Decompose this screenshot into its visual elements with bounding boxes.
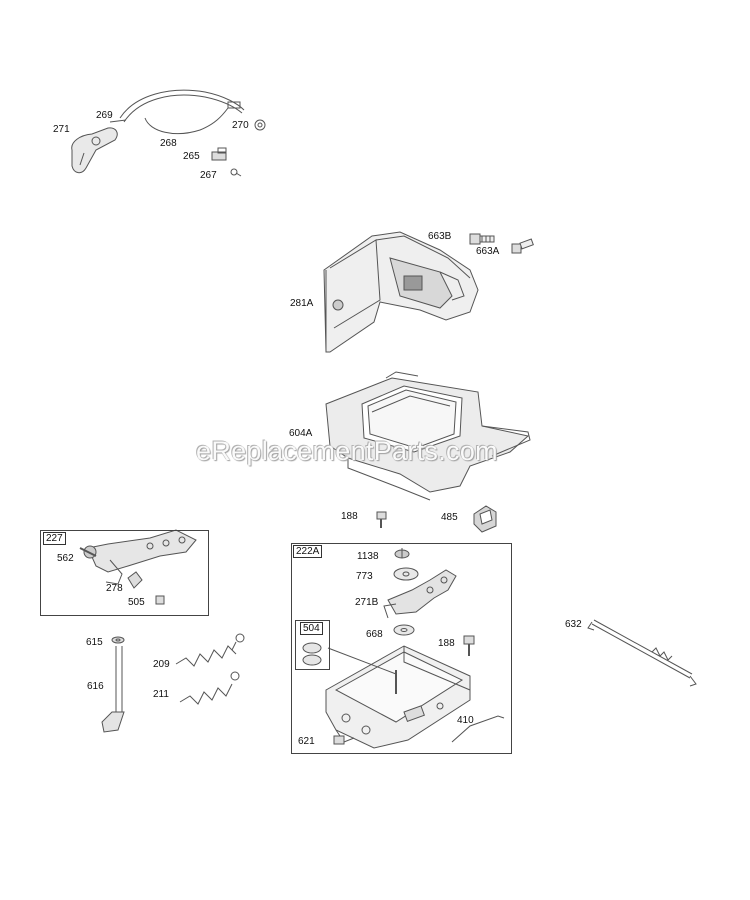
- part-label-188-inner[interactable]: 188: [438, 638, 455, 649]
- clamp-screw-drawing: [231, 169, 241, 176]
- nut-505-drawing: [156, 596, 164, 604]
- group-label-222A: 222A: [293, 545, 323, 558]
- part-label-211[interactable]: 211: [153, 689, 169, 700]
- link-410-drawing: [452, 716, 504, 742]
- stop-switch-621-drawing: [334, 736, 344, 744]
- part-label-270[interactable]: 270: [232, 120, 249, 131]
- screw-663A-drawing: [512, 239, 533, 253]
- part-label-269[interactable]: 269: [96, 110, 113, 121]
- part-label-505[interactable]: 505: [128, 597, 145, 608]
- part-label-773[interactable]: 773: [356, 571, 373, 582]
- group-box-227: [40, 530, 209, 616]
- part-label-663B[interactable]: 663B: [428, 231, 452, 242]
- part-label-562[interactable]: 562: [57, 553, 74, 564]
- part-label-663A[interactable]: 663A: [476, 246, 500, 257]
- group-box-504: [295, 620, 330, 670]
- spring-209-drawing: [176, 634, 244, 666]
- washer-668-drawing: [394, 625, 414, 635]
- screw-188a-drawing: [377, 512, 386, 528]
- part-label-615[interactable]: 615: [86, 637, 103, 648]
- control-lever-271B-drawing: [384, 570, 456, 618]
- throttle-cable-drawing: [110, 90, 265, 133]
- lever-clip-278-drawing: [128, 572, 142, 588]
- part-label-271B[interactable]: 271B: [355, 597, 379, 608]
- screw-188b-drawing: [464, 636, 474, 656]
- cylinder-cover-drawing: [326, 372, 530, 500]
- part-label-1138[interactable]: 1138: [357, 551, 379, 562]
- washer-773-drawing: [394, 568, 418, 580]
- control-bracket-drawing: [326, 646, 470, 748]
- grommet-504-drawing: [303, 643, 321, 665]
- part-label-604A[interactable]: 604A: [289, 428, 313, 439]
- gear-1138-drawing: [395, 548, 409, 558]
- part-label-632[interactable]: 632: [565, 619, 582, 630]
- part-label-281A[interactable]: 281A: [290, 298, 314, 309]
- part-label-268[interactable]: 268: [160, 138, 177, 149]
- watermark-text: eReplacementParts.com: [196, 436, 498, 466]
- throttle-rod-632-drawing: [588, 620, 696, 686]
- group-label-227: 227: [43, 532, 66, 545]
- group-box-222A: [291, 543, 512, 754]
- part-label-271[interactable]: 271: [53, 124, 70, 135]
- throttle-lever-drawing: [72, 128, 117, 173]
- governor-washer-615-drawing: [112, 637, 124, 643]
- cable-clamp-drawing: [212, 148, 226, 160]
- part-label-621[interactable]: 621: [298, 736, 315, 747]
- group-label-504: 504: [300, 622, 323, 635]
- part-label-668[interactable]: 668: [366, 629, 383, 640]
- screw-663B-drawing: [470, 234, 494, 244]
- part-label-616[interactable]: 616: [87, 681, 104, 692]
- part-label-209[interactable]: 209: [153, 659, 170, 670]
- part-label-485[interactable]: 485: [441, 512, 458, 523]
- governor-lever-drawing: [80, 530, 196, 584]
- governor-shaft-616-drawing: [102, 646, 124, 732]
- part-label-265[interactable]: 265: [183, 151, 200, 162]
- spring-211-drawing: [180, 672, 239, 704]
- part-label-410[interactable]: 410: [457, 715, 474, 726]
- clip-485-drawing: [474, 506, 496, 532]
- blower-housing-drawing: [324, 232, 478, 352]
- part-label-278[interactable]: 278: [106, 583, 123, 594]
- part-label-267[interactable]: 267: [200, 170, 217, 181]
- part-label-188-top[interactable]: 188: [341, 511, 358, 522]
